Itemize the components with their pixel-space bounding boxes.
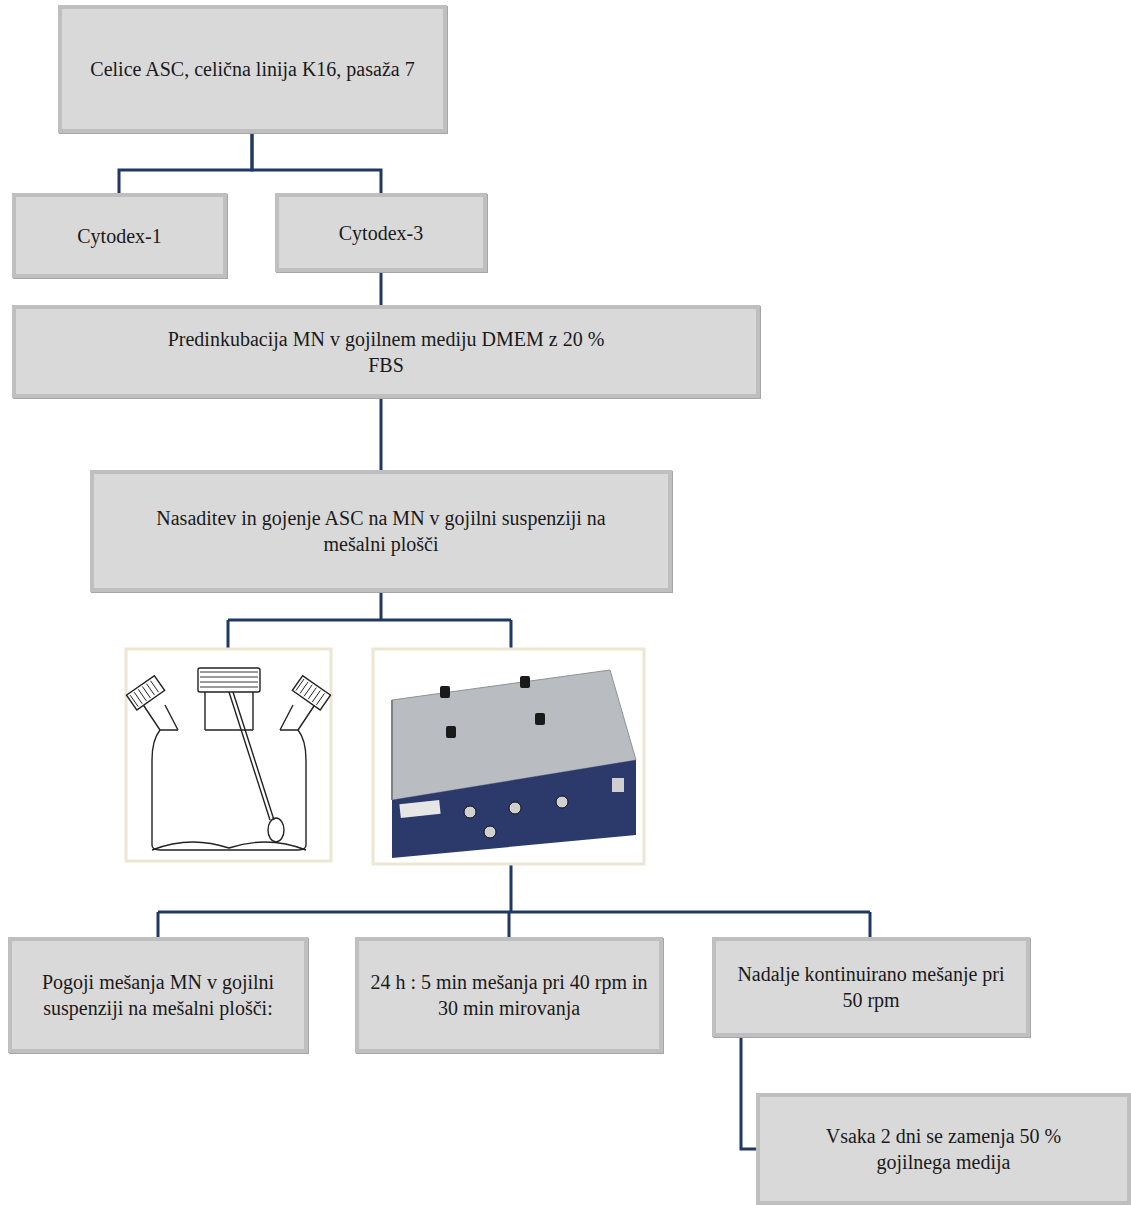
box-text: Celice ASC, celična linija K16, pasaža 7: [90, 56, 414, 82]
process-box: Vsaka 2 dni se zamenja 50 % gojilnega me…: [756, 1093, 1131, 1205]
process-box: Nasaditev in gojenje ASC na MN v gojilni…: [90, 470, 672, 592]
process-box: 24 h : 5 min mešanja pri 40 rpm in 30 mi…: [355, 937, 663, 1053]
connector-line: [741, 1037, 756, 1149]
box-text: Nadalje kontinuirano mešanje pri 50 rpm: [726, 961, 1016, 1013]
split-line: [158, 865, 870, 937]
stirrer-plate: [373, 649, 644, 864]
box-text: Cytodex-1: [77, 223, 161, 249]
process-box: Pogoji mešanja MN v gojilni suspenziji n…: [8, 937, 308, 1053]
box-text: Predinkubacija MN v gojilnem mediju DMEM…: [166, 326, 606, 378]
connector-line: [119, 133, 252, 193]
process-box: Nadalje kontinuirano mešanje pri 50 rpm: [712, 937, 1030, 1037]
box-text: Vsaka 2 dni se zamenja 50 % gojilnega me…: [794, 1123, 1094, 1175]
connector-line: [380, 272, 383, 305]
process-box: Cytodex-1: [12, 193, 227, 278]
process-box: Predinkubacija MN v gojilnem mediju DMEM…: [12, 305, 760, 398]
box-text: 24 h : 5 min mešanja pri 40 rpm in 30 mi…: [369, 969, 649, 1021]
box-text: Cytodex-3: [339, 220, 423, 246]
spinner-flask: [126, 649, 331, 861]
process-box: Cytodex-3: [275, 193, 487, 272]
connector-line: [380, 398, 383, 470]
connector-line: [252, 133, 381, 193]
box-text: Pogoji mešanja MN v gojilni suspenziji n…: [33, 969, 283, 1021]
box-text: Nasaditev in gojenje ASC na MN v gojilni…: [136, 505, 626, 557]
process-box: Celice ASC, celična linija K16, pasaža 7: [58, 5, 447, 133]
split-line: [228, 592, 511, 648]
